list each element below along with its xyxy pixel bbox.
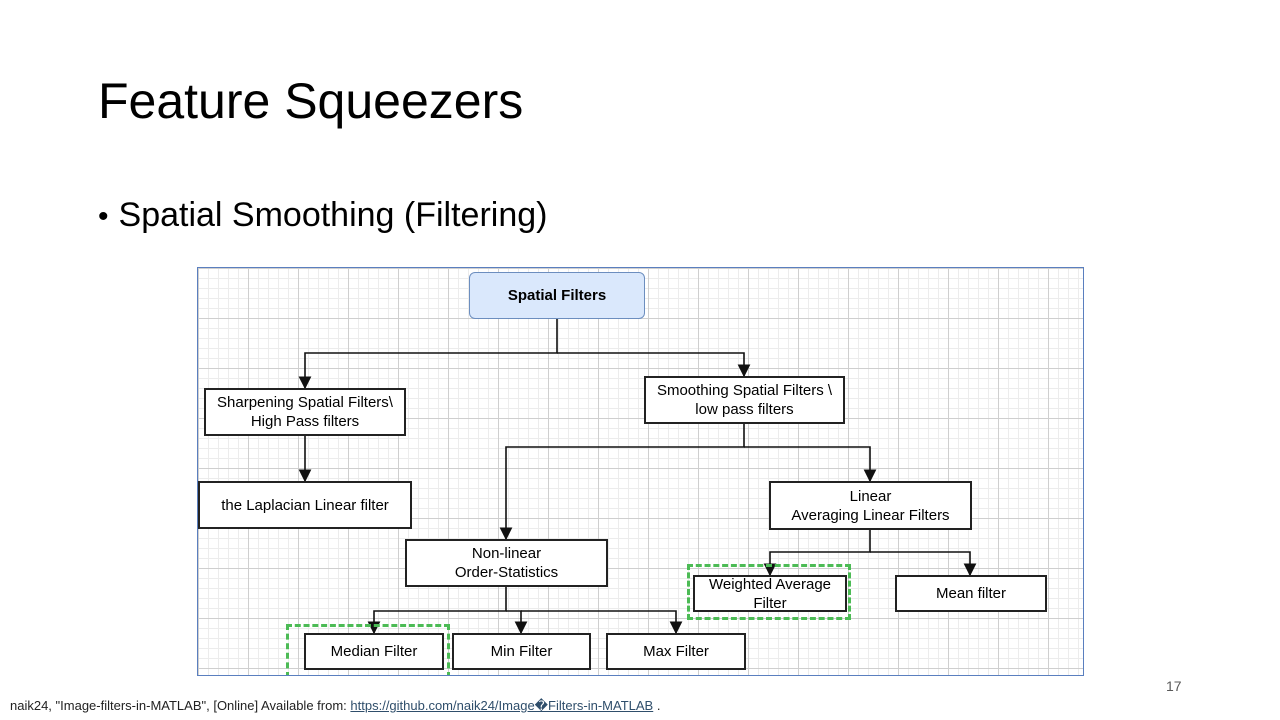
- node-laplacian-filter: the Laplacian Linear filter: [198, 481, 412, 529]
- node-mean-filter: Mean filter: [895, 575, 1047, 612]
- node-spatial-filters: Spatial Filters: [469, 272, 645, 319]
- page-number: 17: [1166, 678, 1182, 694]
- edge-smoothing-nonlinear: [499, 424, 745, 541]
- edge-root-smoothing: [557, 352, 751, 378]
- bullet-dot: •: [98, 200, 109, 233]
- edge-nonlinear-min: [506, 610, 528, 635]
- edge-root-sharpening: [298, 319, 558, 390]
- node-smoothing-filters: Smoothing Spatial Filters \ low pass fil…: [644, 376, 845, 424]
- node-weighted-average-filter: Weighted Average Filter: [693, 575, 847, 612]
- edge-nonlinear-median: [367, 587, 507, 635]
- citation-footnote: naik24, "Image-filters-in-MATLAB", [Onli…: [10, 698, 660, 714]
- node-linear-filters: Linear Averaging Linear Filters: [769, 481, 972, 530]
- diagram-edges: [298, 319, 977, 635]
- citation-end: .: [656, 698, 661, 713]
- edge-linear-mean: [870, 551, 977, 577]
- bullet-text: Spatial Smoothing (Filtering): [118, 196, 548, 234]
- filter-diagram: Spatial Filters Sharpening Spatial Filte…: [197, 267, 1084, 676]
- node-max-filter: Max Filter: [606, 633, 746, 670]
- highlight-median-filter: [286, 624, 450, 675]
- bullet-item: • Spatial Smoothing (Filtering): [98, 196, 547, 235]
- slide-title: Feature Squeezers: [98, 73, 524, 129]
- edge-smoothing-linear: [744, 446, 877, 483]
- node-sharpening-filters: Sharpening Spatial Filters\ High Pass fi…: [204, 388, 406, 436]
- edge-linear-weighted: [763, 530, 871, 577]
- citation-text: naik24, "Image-filters-in-MATLAB", [Onli…: [10, 698, 347, 713]
- edge-nonlinear-max: [521, 610, 683, 635]
- citation-link[interactable]: https://github.com/naik24/Image�Filters-…: [350, 698, 654, 713]
- highlight-weighted-average: [687, 564, 851, 620]
- node-min-filter: Min Filter: [452, 633, 591, 670]
- node-nonlinear-filters: Non-linear Order-Statistics: [405, 539, 608, 587]
- node-median-filter: Median Filter: [304, 633, 444, 670]
